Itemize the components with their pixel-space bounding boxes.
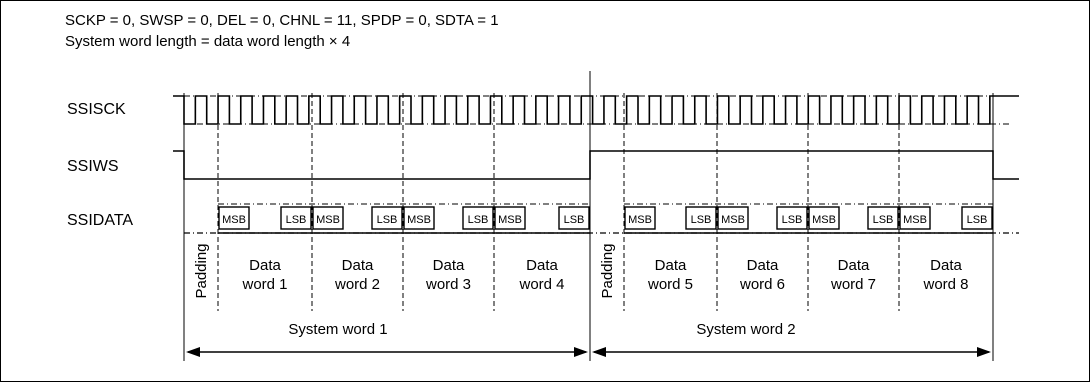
word-3-lsb-box [462,206,494,230]
word-5-lsb-box [685,206,717,230]
word-6-lsb-box [776,206,808,230]
word-8-msb-box [899,206,931,230]
data-word-6-line2: word 6 [739,276,785,293]
system-word-2-label: System word 2 [696,321,795,338]
data-word-8-line2: word 8 [922,276,968,293]
data-word-1-line1: Data [249,257,281,274]
word-2-msb-label: MSB [316,214,340,226]
system-word-2-arrow-head-right [977,347,991,357]
data-word-3-line2: word 3 [425,276,471,293]
system-word-length-line: System word length = data word length × … [65,33,351,50]
word-1-lsb-box [280,206,312,230]
word-5-lsb-label: LSB [691,214,712,226]
word-6-msb-box [717,206,749,230]
system-word-1-arrow-head-left [186,347,200,357]
word-1-lsb-label: LSB [286,214,307,226]
word-4-lsb-box [558,206,590,230]
ssiws-label: SSIWS [67,158,119,175]
word-7-msb-label: MSB [812,214,836,226]
data-word-8-line1: Data [930,257,962,274]
word-2-lsb-label: LSB [377,214,398,226]
word-3-msb-box [403,206,435,230]
word-4-msb-box [494,206,526,230]
word-6-msb-label: MSB [721,214,745,226]
system-word-2-arrow-head-left [592,347,606,357]
data-word-4-line1: Data [526,257,558,274]
word-7-lsb-box [867,206,899,230]
ssisck-label: SSISCK [67,101,126,118]
word-4-msb-label: MSB [498,214,522,226]
data-word-5-line1: Data [655,257,687,274]
data-word-6-line1: Data [747,257,779,274]
system-word-1-label: System word 1 [288,321,387,338]
data-word-7-line2: word 7 [830,276,876,293]
ssisck-clock-waveform [173,95,1019,125]
data-word-3-line1: Data [433,257,465,274]
word-1-msb-box [218,206,250,230]
register-settings-line: SCKP = 0, SWSP = 0, DEL = 0, CHNL = 11, … [65,12,499,29]
word-4-lsb-label: LSB [564,214,585,226]
word-5-msb-label: MSB [628,214,652,226]
word-2-lsb-box [371,206,403,230]
word-3-msb-label: MSB [407,214,431,226]
data-word-2-line1: Data [342,257,374,274]
word-7-msb-box [808,206,840,230]
data-word-5-line2: word 5 [647,276,693,293]
data-word-7-line1: Data [838,257,870,274]
system-word-1-arrow-head-right [574,347,588,357]
word-5-msb-box [624,206,656,230]
word-8-lsb-box [961,206,993,230]
data-word-4-line2: word 4 [518,276,564,293]
padding-label-2: Padding [599,243,616,298]
padding-label-1: Padding [193,243,210,298]
ssidata-label: SSIDATA [67,212,133,229]
data-word-2-line2: word 2 [334,276,380,293]
word-1-msb-label: MSB [222,214,246,226]
word-8-lsb-label: LSB [967,214,988,226]
data-word-1-line2: word 1 [241,276,287,293]
word-8-msb-label: MSB [903,214,927,226]
word-7-lsb-label: LSB [873,214,894,226]
word-6-lsb-label: LSB [782,214,803,226]
word-2-msb-box [312,206,344,230]
ssiws-waveform [173,150,1019,180]
word-3-lsb-label: LSB [468,214,489,226]
